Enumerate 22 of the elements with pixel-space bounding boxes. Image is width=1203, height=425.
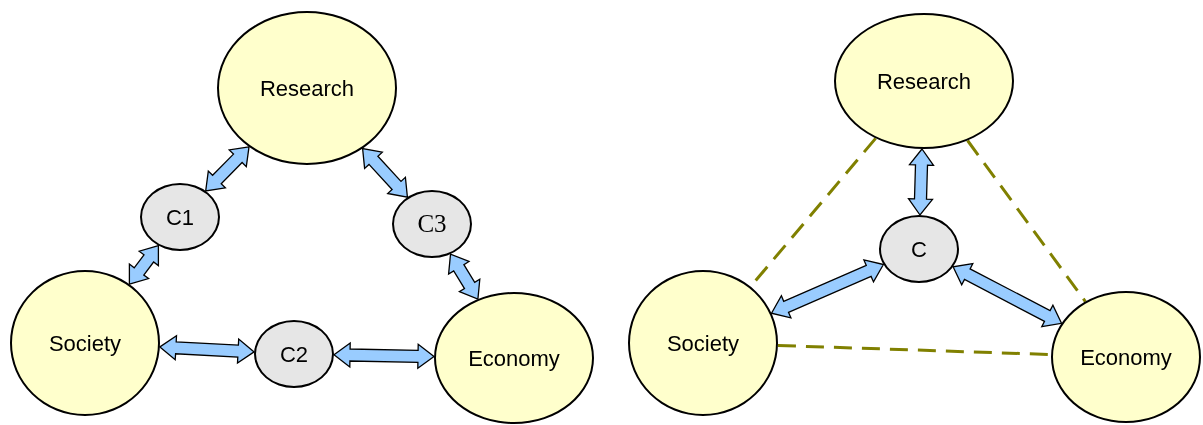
node-label: C — [911, 235, 927, 264]
double-arrow — [447, 253, 481, 301]
ellipse-node — [392, 190, 472, 258]
node-label: C1 — [165, 203, 195, 232]
node-label: Research — [259, 74, 355, 103]
node-label: Economy — [1080, 343, 1172, 372]
double-arrow — [128, 244, 160, 285]
double-arrow — [952, 262, 1063, 328]
node-label: Society — [666, 329, 740, 358]
node-label: Economy — [468, 344, 560, 373]
dashed-line — [966, 139, 1087, 303]
node-label: Society — [48, 329, 122, 358]
double-arrow — [907, 147, 935, 217]
node-label: C3 — [417, 209, 447, 240]
double-arrow — [770, 258, 885, 319]
node-label: C2 — [279, 340, 309, 369]
node-label: Research — [876, 67, 972, 96]
double-arrow — [204, 146, 250, 192]
ellipse-node — [140, 183, 220, 251]
double-arrow — [332, 341, 436, 370]
double-arrow — [361, 147, 409, 198]
double-arrow — [158, 334, 256, 365]
